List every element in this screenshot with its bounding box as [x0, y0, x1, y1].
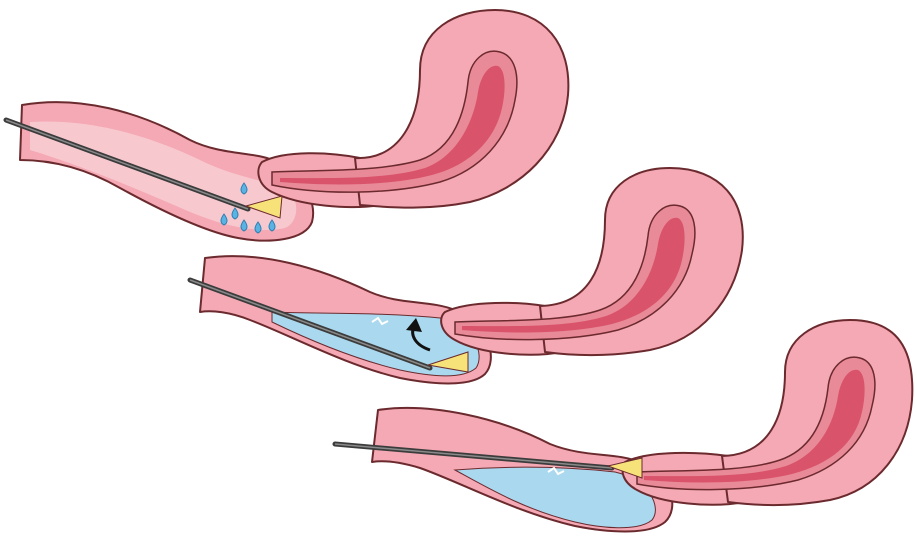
panel-1 [6, 10, 568, 241]
